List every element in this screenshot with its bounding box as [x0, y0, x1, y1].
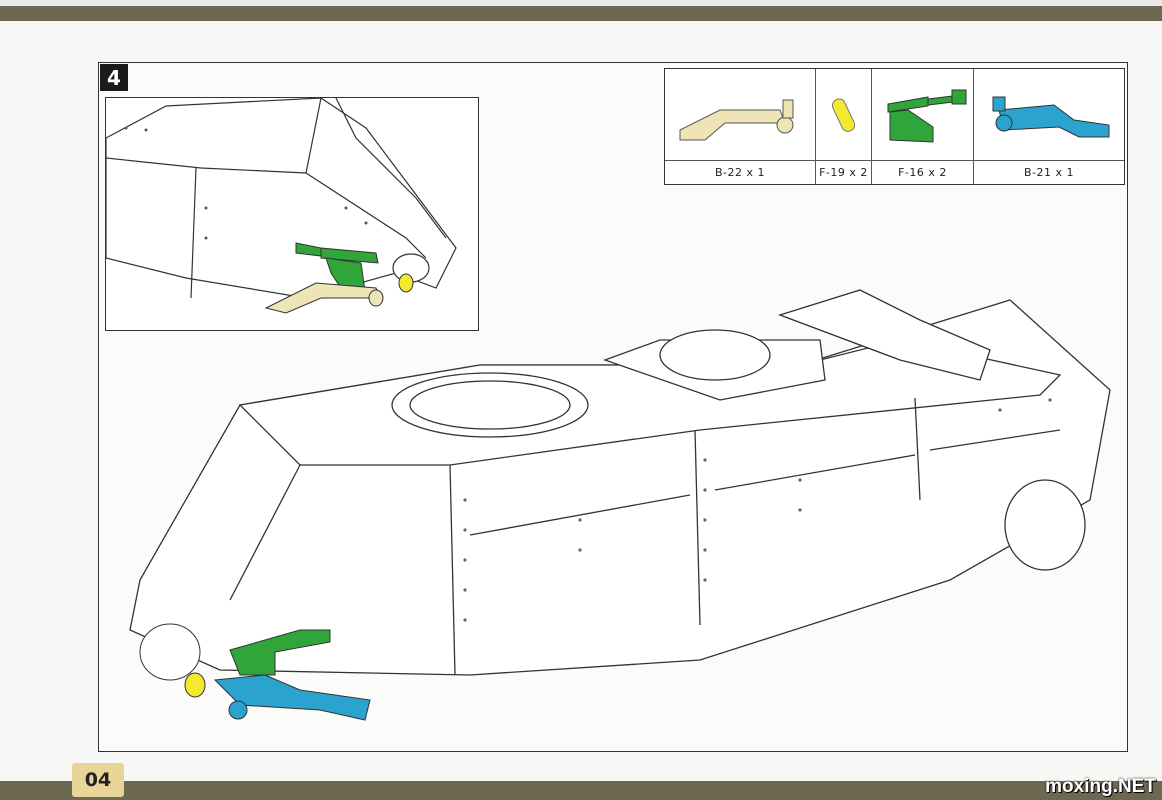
part-b21-image — [992, 96, 1110, 137]
header-band — [0, 6, 1162, 21]
detail-inset — [105, 97, 479, 331]
part-f16: F-16 x 2 — [872, 69, 974, 184]
part-f19: F-19 x 2 — [816, 69, 872, 184]
hull-assembly-drawing — [129, 289, 1111, 721]
page-top-edge — [0, 0, 1162, 6]
part-f16-label: F-16 x 2 — [872, 160, 973, 184]
step-number-badge: 4 — [100, 64, 128, 91]
detail-drawing — [106, 98, 457, 314]
parts-table: B-22 x 1 F-19 x 2 F-16 x 2 B-21 x 1 — [664, 68, 1125, 185]
part-b21: B-21 x 1 — [974, 69, 1124, 184]
page-number: 04 — [72, 763, 124, 797]
part-f16-image — [887, 89, 966, 143]
watermark: moxing.NET — [1045, 776, 1156, 797]
part-b22-label: B-22 x 1 — [665, 160, 815, 184]
part-f19-image — [831, 98, 855, 132]
part-f19-label: F-19 x 2 — [816, 160, 871, 184]
part-b21-label: B-21 x 1 — [974, 160, 1124, 184]
part-b22-image — [679, 99, 794, 140]
part-b22: B-22 x 1 — [665, 69, 816, 184]
footer-band — [0, 781, 1162, 800]
